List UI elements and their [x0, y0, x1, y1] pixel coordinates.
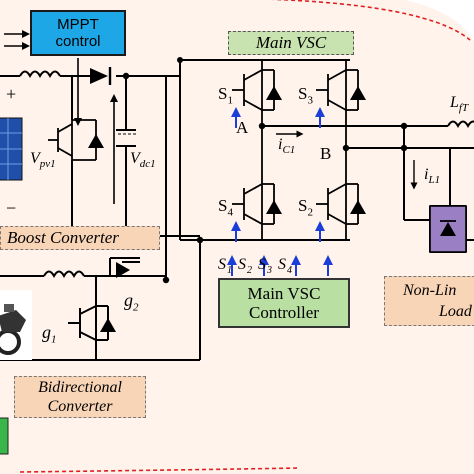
mppt-line-2: control	[55, 33, 101, 50]
controller-line-1: Main VSC	[247, 284, 321, 303]
vsc-diode-s3	[350, 86, 366, 100]
vsc-diode-s4	[266, 200, 282, 214]
bidir-diode-lower	[100, 318, 116, 332]
switch-label-s2: S2	[298, 196, 313, 219]
boost-diode	[90, 67, 112, 85]
pv-plus-sign: +	[6, 84, 17, 104]
vpv-label: Vpv1	[30, 150, 56, 171]
panel-border-bottom	[19, 467, 301, 473]
inductor-lft-label: LfT	[450, 94, 469, 115]
boost-switch	[48, 119, 97, 161]
nonlin-line-1: Non-Lin	[403, 282, 457, 299]
battery	[0, 417, 9, 455]
current-ic1-label: iC1	[278, 136, 296, 157]
gate-g1-label: g1	[42, 322, 57, 346]
vsc-diode-s1	[266, 86, 282, 100]
gate-signal-row: S1 S2 S3 S4	[218, 256, 293, 277]
switch-label-s3: S3	[298, 84, 313, 107]
controller-line-2: Controller	[249, 303, 319, 322]
mppt-line-1: MPPT	[57, 16, 99, 33]
bidir-wiring	[0, 240, 201, 361]
boost-antiparallel-diode	[88, 134, 104, 148]
switch-label-s1: S1	[218, 84, 233, 107]
main-vsc-label: Main VSC	[228, 31, 354, 55]
gate-g2-label: g2	[124, 290, 139, 314]
switch-label-s4: S4	[218, 196, 233, 219]
vsc-diode-s2	[350, 200, 366, 214]
nonlin-line-2: Load	[439, 303, 472, 320]
pv-minus-sign: −	[6, 198, 17, 218]
vdc-label: Vdc1	[130, 150, 156, 171]
bidir-line-1: Bidirectional	[38, 379, 122, 396]
bidir-diode-upper	[116, 262, 130, 278]
motorcycle-image	[0, 290, 32, 360]
panel-border	[268, 0, 471, 41]
rectifier-diode-icon	[440, 222, 456, 236]
node-b: B	[320, 144, 332, 163]
boost-converter-label: Boost Converter	[0, 226, 160, 250]
bidir-line-2: Converter	[47, 398, 113, 415]
pv-panel	[0, 117, 23, 181]
node-a: A	[236, 118, 249, 137]
current-il1-label: iL1	[424, 166, 441, 187]
